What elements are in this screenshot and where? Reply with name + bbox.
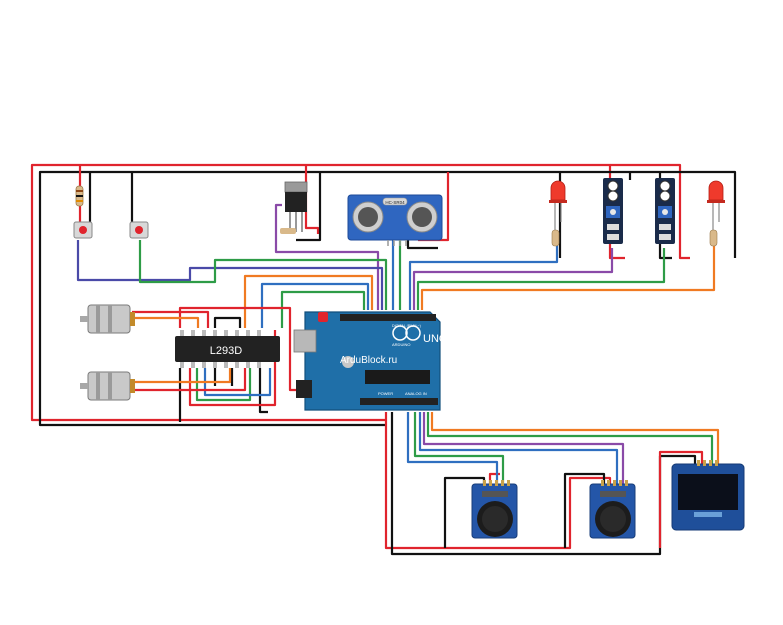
ultrasonic-label: HC-SR04 xyxy=(385,200,405,205)
wire-black-us xyxy=(406,238,438,250)
wire-red-motor2b xyxy=(132,368,247,392)
arduino-logo-text: ArduBlock.ru xyxy=(340,355,397,366)
oled-display xyxy=(671,460,745,531)
wire-black-bottom xyxy=(390,412,697,556)
wires xyxy=(30,163,737,556)
wire-green-btn2 xyxy=(138,240,388,310)
arduino-uno-text: UNO xyxy=(423,333,448,345)
voltage-regulator xyxy=(280,181,308,234)
resistor-1 xyxy=(75,185,84,207)
arduino-analog-label: ANALOG IN xyxy=(405,391,427,396)
wire-green-oled xyxy=(426,412,714,465)
wire-blue-led1 xyxy=(408,240,559,310)
wire-black-reg xyxy=(296,172,322,242)
wire-green-l293-bot xyxy=(195,368,252,402)
line-sensor-1 xyxy=(603,178,623,244)
wire-orange-led2 xyxy=(420,240,716,310)
wire-orange-motor2a xyxy=(132,368,232,384)
arduino-uno-board: UNO ARDUINO DIGITAL (PWM ~) ArduBlock.ru… xyxy=(293,311,448,411)
wire-red-l293-bot xyxy=(188,330,277,407)
l293d-label: L293D xyxy=(210,345,242,357)
dc-motor-1 xyxy=(80,304,135,334)
led-left xyxy=(549,180,567,247)
wire-red-bottom xyxy=(384,412,612,550)
wire-purple-reg xyxy=(274,203,380,310)
arduino-digital-label: DIGITAL (PWM ~) xyxy=(392,324,421,328)
joystick-1 xyxy=(471,480,518,539)
wire-red-top2 xyxy=(610,163,690,260)
led-right xyxy=(707,180,725,247)
ultrasonic-sensor: HC-SR04 xyxy=(347,194,443,246)
wire-green-js1 xyxy=(413,412,505,488)
wire-purple-js2 xyxy=(422,412,625,488)
wire-red-l293-top xyxy=(178,306,305,392)
wire-purple-btn1 xyxy=(76,240,384,310)
dc-motor-2 xyxy=(80,371,135,401)
wire-green-sensor2 xyxy=(416,248,666,310)
wire-blue-js1 xyxy=(406,412,499,488)
pushbutton-2 xyxy=(129,221,149,239)
wire-black-l293-c xyxy=(178,368,268,422)
wire-orange-motor1a xyxy=(132,316,200,328)
wire-orange-l293 xyxy=(243,274,374,328)
wire-black-l293-a xyxy=(213,316,242,328)
wire-black-top2 xyxy=(560,170,737,260)
wire-red-motor1b xyxy=(132,310,210,328)
wire-orange-oled xyxy=(430,412,720,465)
l293d-chip: L293D xyxy=(175,330,280,368)
joystick-2 xyxy=(589,480,636,539)
wire-blue-js2 xyxy=(418,412,619,488)
wire-purple-sensor1 xyxy=(412,248,614,310)
wire-green-l293 xyxy=(280,290,366,328)
line-sensor-2 xyxy=(655,178,675,244)
pushbutton-1 xyxy=(73,221,93,239)
arduino-brand-text: ARDUINO xyxy=(392,342,410,347)
arduino-power-label: POWER xyxy=(378,391,393,396)
wire-red-reg xyxy=(304,165,320,234)
wire-blue-l293 xyxy=(260,282,370,328)
wire-red-oled xyxy=(658,450,704,548)
